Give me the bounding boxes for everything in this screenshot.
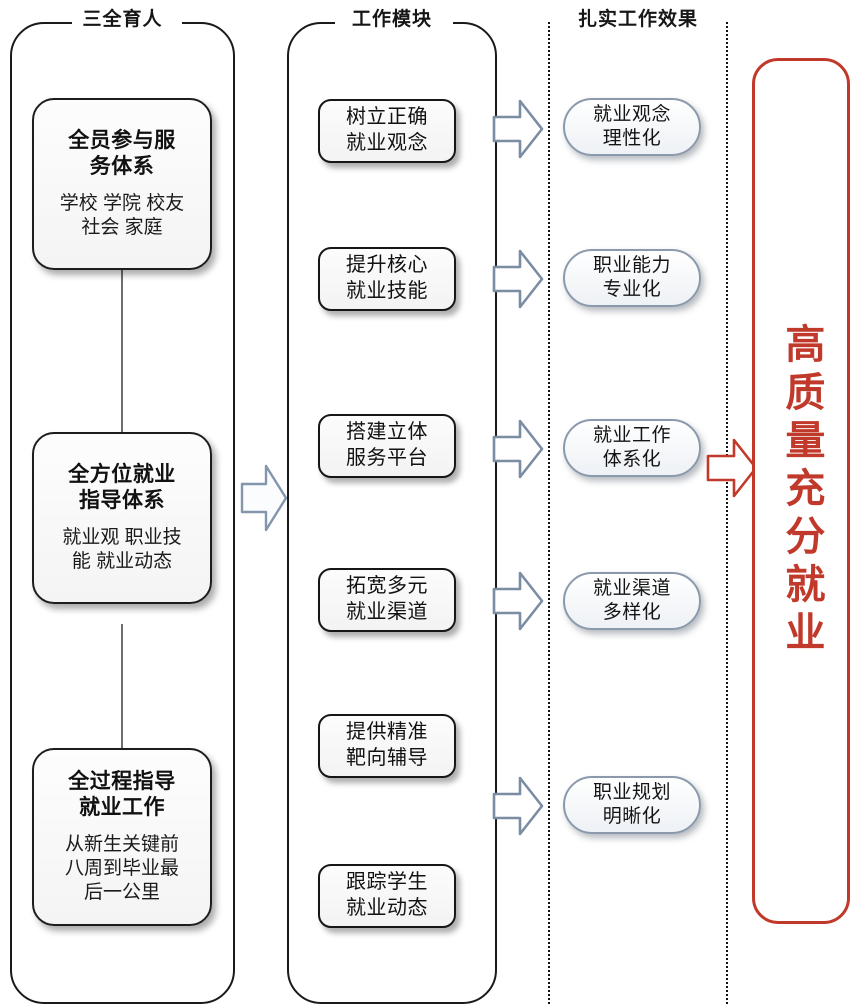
pillar-connector-2 [121, 624, 123, 748]
column-header-3: 扎实工作效果 [577, 9, 698, 30]
column-bracket-3 [548, 22, 728, 1004]
column-header-1: 三全育人 [82, 9, 163, 30]
module-label-6: 跟踪学生 就业动态 [346, 871, 428, 919]
pillar-box-1[interactable]: 全员参与服 务体系 学校 学院 校友 社会 家庭 [32, 98, 212, 270]
column-header-2: 工作模块 [351, 9, 432, 30]
module-to-effect-arrow-5 [492, 775, 544, 837]
pillar-subtitle-3: 从新生关键前 八周到毕业最 后一公里 [64, 834, 179, 903]
module-to-effect-arrow-3 [492, 418, 544, 480]
effect-pill-5[interactable]: 职业规划 明晰化 [563, 776, 701, 834]
effect-to-result-arrow [706, 437, 758, 499]
effect-label-2: 职业能力 专业化 [592, 254, 671, 300]
column-sanquan-yuren: 三全育人 [10, 9, 235, 1004]
module-label-5: 提供精准 靶向辅导 [346, 721, 428, 769]
pillar-box-2[interactable]: 全方位就业 指导体系 就业观 职业技 能 就业动态 [32, 432, 212, 604]
stage-arrow-main [240, 462, 288, 534]
pillar-title-2: 全方位就业 指导体系 [68, 463, 176, 512]
module-box-5[interactable]: 提供精准 靶向辅导 [318, 714, 456, 778]
module-box-2[interactable]: 提升核心 就业技能 [318, 247, 456, 311]
module-box-1[interactable]: 树立正确 就业观念 [318, 99, 456, 163]
module-box-4[interactable]: 拓宽多元 就业渠道 [318, 568, 456, 632]
column-gongzuo-mokuai: 工作模块 [287, 9, 497, 1004]
module-to-effect-arrow-4 [492, 570, 544, 632]
effect-pill-4[interactable]: 就业渠道 多样化 [563, 572, 701, 630]
pillar-title-3: 全过程指导 就业工作 [68, 770, 176, 819]
result-label: 高质量充分就业 [779, 323, 824, 659]
module-box-3[interactable]: 搭建立体 服务平台 [318, 414, 456, 478]
effect-pill-2[interactable]: 职业能力 专业化 [563, 249, 701, 307]
module-to-effect-arrow-2 [492, 248, 544, 310]
module-to-effect-arrow-1 [492, 98, 544, 160]
effect-label-4: 就业渠道 多样化 [592, 577, 671, 623]
pillar-box-3[interactable]: 全过程指导 就业工作 从新生关键前 八周到毕业最 后一公里 [32, 748, 212, 926]
pillar-subtitle-1: 学校 学院 校友 社会 家庭 [59, 193, 185, 239]
module-label-3: 搭建立体 服务平台 [346, 421, 428, 469]
effect-pill-1[interactable]: 就业观念 理性化 [563, 98, 701, 156]
pillar-connector-1 [121, 268, 123, 434]
column-title-notch-1 [72, 19, 182, 35]
column-bracket-2 [287, 22, 497, 1004]
effect-label-5: 职业规划 明晰化 [592, 781, 671, 827]
pillar-title-1: 全员参与服 务体系 [68, 129, 176, 178]
effect-label-1: 就业观念 理性化 [592, 103, 671, 149]
column-gongzuo-xiaoguo: 扎实工作效果 [548, 9, 728, 1004]
effect-pill-3[interactable]: 就业工作 体系化 [563, 419, 701, 477]
column-title-notch-2 [335, 19, 453, 35]
module-box-6[interactable]: 跟踪学生 就业动态 [318, 864, 456, 928]
module-label-4: 拓宽多元 就业渠道 [346, 575, 428, 623]
pillar-subtitle-2: 就业观 职业技 能 就业动态 [62, 527, 182, 573]
module-label-2: 提升核心 就业技能 [346, 254, 428, 302]
result-panel[interactable]: 高质量充分就业 [752, 58, 850, 924]
effect-label-3: 就业工作 体系化 [592, 424, 671, 470]
module-label-1: 树立正确 就业观念 [346, 106, 428, 154]
